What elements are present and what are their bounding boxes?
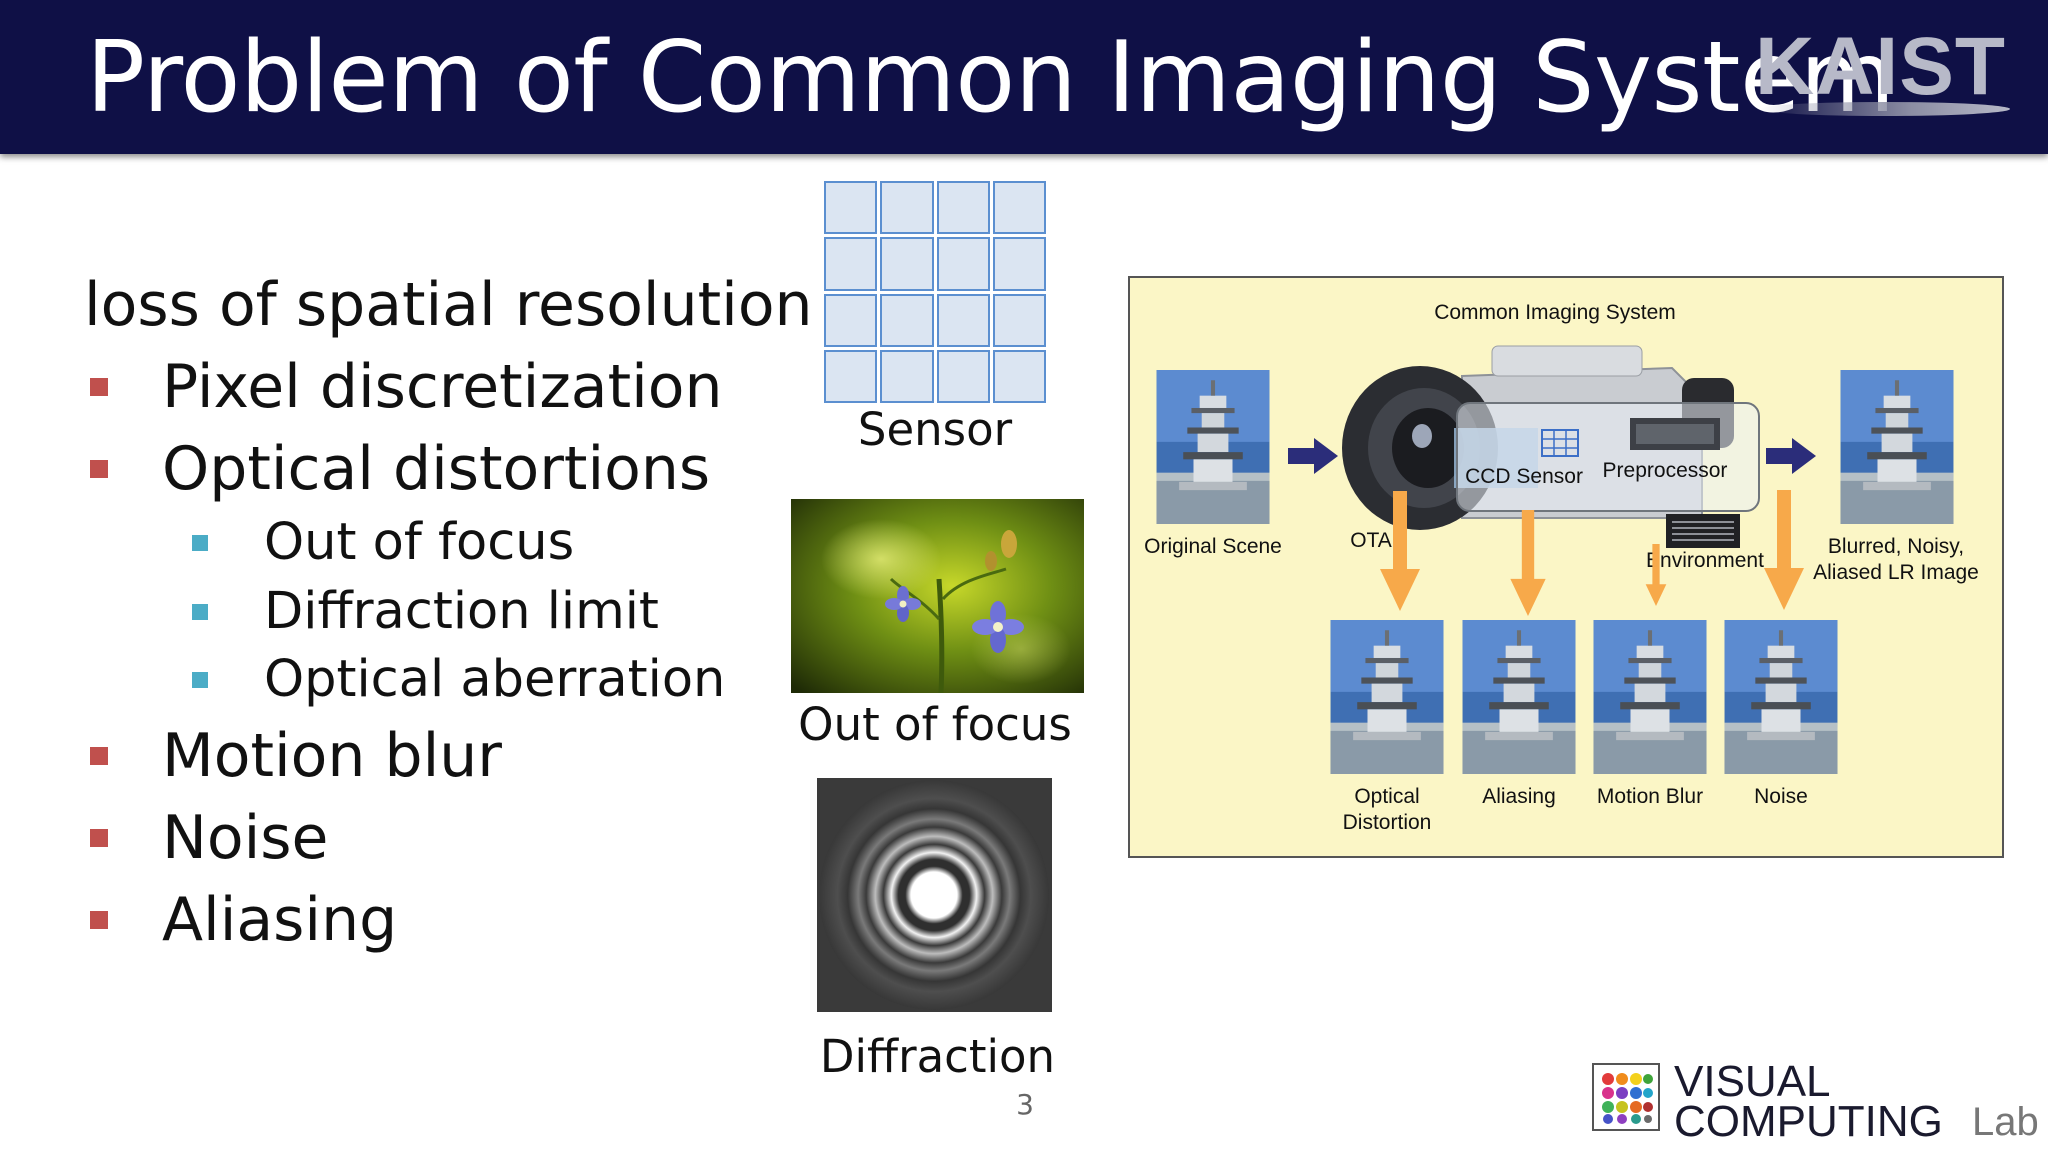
square-subbullet-icon [192,535,208,551]
subbullet-text: Optical aberration [264,650,726,709]
ccd-sensor-label: CCD Sensor [1465,465,1583,488]
diffraction-caption: Diffraction [819,1030,1056,1083]
ota-label: OTA [1350,529,1392,552]
diagram-title: Common Imaging System [1434,301,1676,324]
square-bullet-icon [90,829,108,847]
original-scene-image [1156,370,1270,524]
noise-image [1724,620,1838,774]
right-arrow-icon [1288,438,1338,474]
imaging-system-diagram: Common Imaging System Original Scene CCD… [1128,276,2004,858]
effect-label-aliasing: Aliasing [1482,785,1556,808]
section-heading: loss of spatial resolution [84,270,813,340]
square-bullet-icon [90,378,108,396]
out-of-focus-caption: Out of focus [798,698,1072,751]
bullet-text: Noise [162,803,329,873]
optical-distortion-image [1330,620,1444,774]
sensor-caption: Sensor [857,403,1013,456]
effect-label-motion-blur: Motion Blur [1596,785,1704,808]
output-lr-image [1840,370,1954,524]
environment-icon [1666,514,1740,548]
kaist-logo: KAIST [1755,21,2006,112]
lab-name-line3: Lab [1972,1100,2039,1144]
slide-title: Problem of Common Imaging System [86,21,1895,135]
ccd-grid-icon [1541,429,1579,457]
effect-label-distortion: Distortion [1342,811,1432,834]
lab-name-line1: VISUAL [1674,1057,1831,1106]
bullet-text: Pixel discretization [162,352,723,422]
square-bullet-icon [90,911,108,929]
out-of-focus-flower-photo [791,499,1084,693]
slide-number: 3 [1016,1088,1034,1121]
visual-computing-lab-logo-icon [1592,1063,1660,1131]
square-bullet-icon [90,460,108,478]
subbullet-text: Out of focus [264,513,575,572]
preprocessor-chip-icon [1630,418,1720,450]
down-arrow-icon [1508,510,1548,616]
bullet-text: Motion blur [162,721,502,791]
diffraction-pattern-image [817,778,1052,1012]
output-label-line1: Blurred, Noisy, [1827,535,1965,558]
down-arrow-icon [1764,488,1804,612]
right-arrow-icon [1766,438,1816,474]
aliasing-image [1462,620,1576,774]
subbullet-text: Diffraction limit [264,582,659,641]
title-bar: Problem of Common Imaging System KAIST [0,0,2048,154]
down-arrow-icon [1636,544,1676,606]
effect-label-optical: Optical [1354,785,1420,808]
square-subbullet-icon [192,604,208,620]
square-subbullet-icon [192,672,208,688]
motion-blur-image [1593,620,1707,774]
square-bullet-icon [90,747,108,765]
output-label-line2: Aliased LR Image [1813,561,1979,584]
lab-name-line2: COMPUTING [1674,1097,1943,1146]
original-scene-label: Original Scene [1144,535,1282,558]
down-arrow-icon [1380,490,1420,612]
environment-label: Environment [1646,549,1764,572]
effect-label-noise: Noise [1754,785,1808,808]
bullet-text: Optical distortions [162,434,711,504]
bullet-text: Aliasing [162,885,398,955]
sensor-grid-illustration [824,181,1046,403]
kaist-logo-swoosh [1760,102,2010,116]
preprocessor-label: Preprocessor [1602,459,1728,482]
